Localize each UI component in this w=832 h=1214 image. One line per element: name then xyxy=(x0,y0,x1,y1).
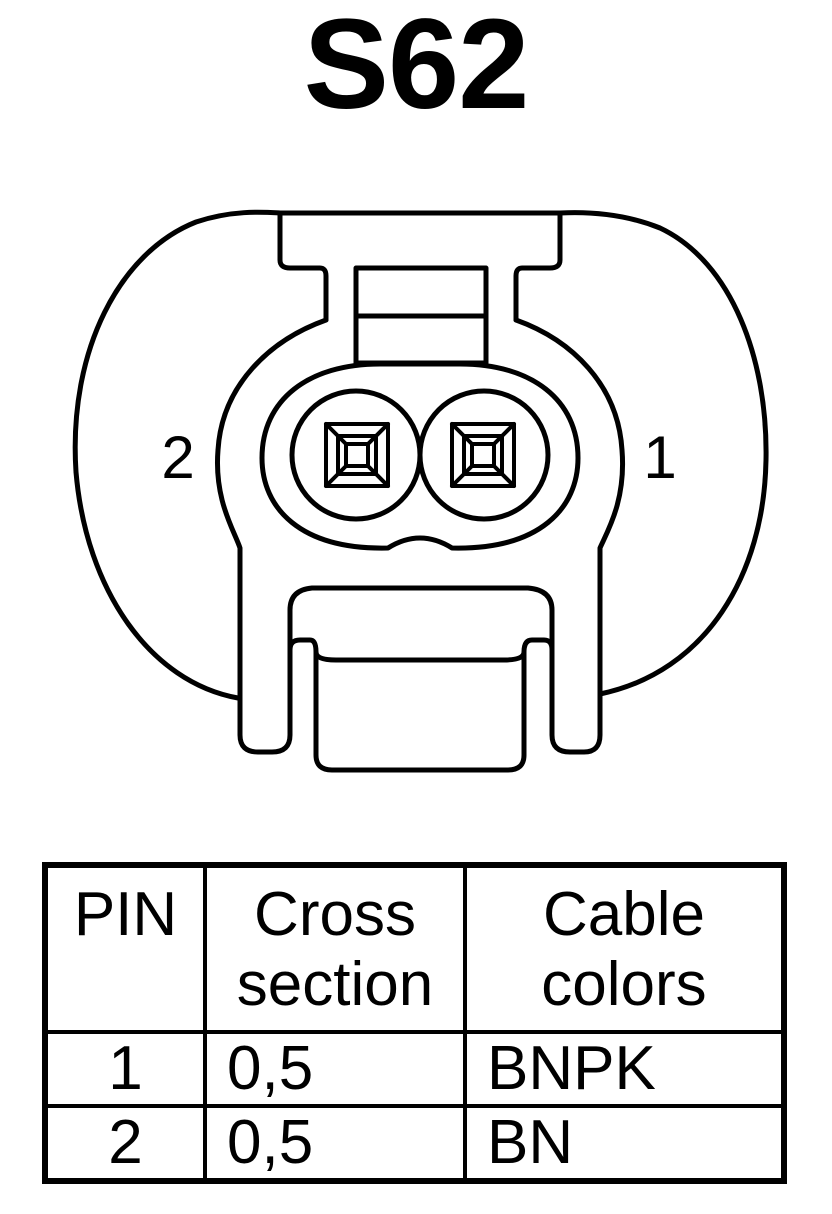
pin-label-2: 2 xyxy=(161,424,194,491)
cross-section-cell: 0,5 xyxy=(203,1030,467,1108)
pin-cavity-2 xyxy=(289,388,423,522)
table-row: 2 0,5 BN xyxy=(43,1104,786,1183)
table-header-row: PIN Cross section Cable colors xyxy=(43,863,786,1034)
pin-terminal-1 xyxy=(450,422,516,488)
cross-section-cell: 0,5 xyxy=(203,1104,467,1183)
header-pin: PIN xyxy=(43,863,207,1034)
latch-outline xyxy=(277,210,563,323)
header-cross-section: Cross section xyxy=(203,863,467,1034)
table-row: 1 0,5 BNPK xyxy=(43,1030,786,1108)
lock-tab-inner xyxy=(313,649,527,663)
pin-number-cell: 1 xyxy=(43,1030,207,1108)
inner-body-outline xyxy=(214,317,626,773)
pin-assignment-table: PIN Cross section Cable colors 1 0,5 BNP… xyxy=(42,862,787,1184)
pin-terminal-2 xyxy=(324,422,390,488)
cable-color-cell: BN xyxy=(463,1104,786,1183)
pin-label-1: 1 xyxy=(643,424,676,491)
connector-title: S62 xyxy=(303,0,530,136)
pin-number-cell: 2 xyxy=(43,1104,207,1183)
header-cable-colors: Cable colors xyxy=(463,863,786,1034)
pin-cavity-1 xyxy=(417,388,551,522)
cable-color-cell: BNPK xyxy=(463,1030,786,1108)
connector-drawing: 2 1 xyxy=(72,209,769,773)
lock-tab-outline xyxy=(287,585,555,653)
cavity-surround xyxy=(259,361,581,551)
